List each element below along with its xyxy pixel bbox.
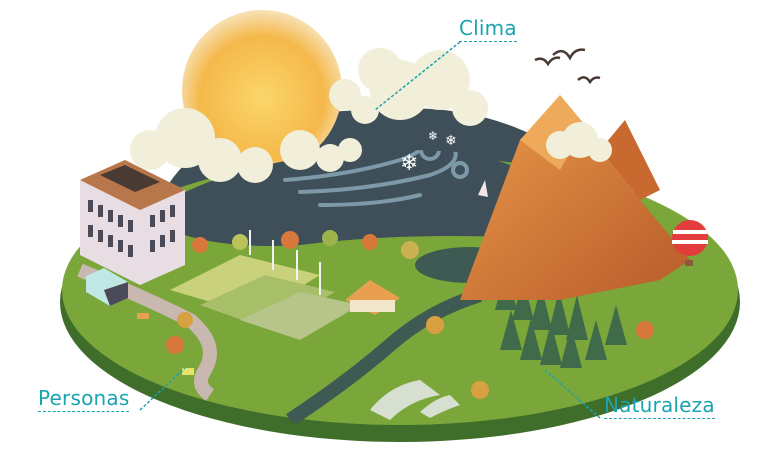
wind-turbines xyxy=(249,230,321,295)
sailboat-icon xyxy=(478,180,488,197)
svg-text:❄: ❄ xyxy=(445,133,457,149)
label-leader-lines xyxy=(139,41,601,419)
clouds xyxy=(130,48,612,183)
sun-icon xyxy=(182,10,342,170)
car-icon xyxy=(137,313,149,319)
road xyxy=(77,263,217,401)
snowflake-icons: ❄ ❄ ❄ xyxy=(400,129,457,176)
river xyxy=(286,288,483,426)
farm-fields xyxy=(170,255,360,340)
trees xyxy=(166,230,654,399)
car-icon xyxy=(182,368,194,375)
label-naturaleza: Naturaleza xyxy=(604,393,715,419)
wind-swirls xyxy=(283,150,469,207)
svg-text:❄: ❄ xyxy=(400,151,418,176)
birds-icon xyxy=(534,48,601,85)
svg-text:❄: ❄ xyxy=(428,129,438,143)
building xyxy=(80,160,185,285)
label-personas: Personas xyxy=(38,386,130,412)
greenhouses xyxy=(370,380,460,420)
bus xyxy=(86,268,128,306)
house xyxy=(345,280,400,315)
label-clima: Clima xyxy=(459,16,517,42)
mountains xyxy=(460,95,690,300)
hot-air-balloon-icon xyxy=(672,220,708,266)
